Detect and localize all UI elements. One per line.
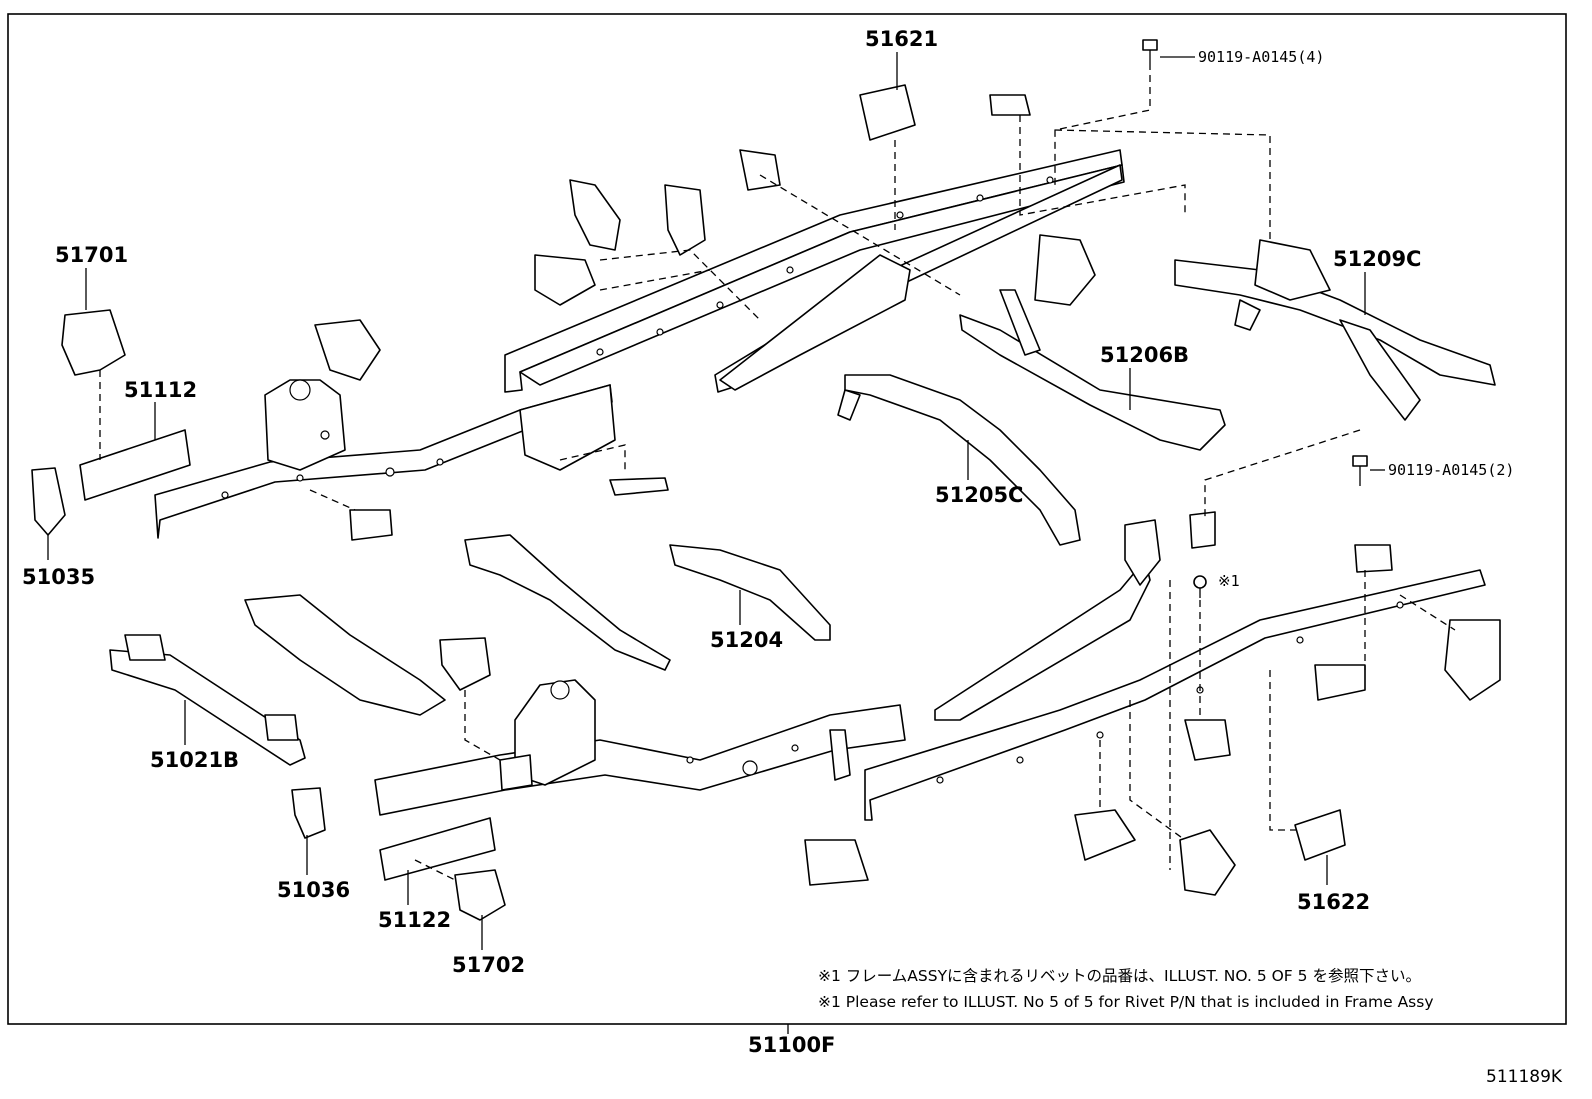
label-51100F: 51100F [748, 1033, 835, 1057]
illustration-code: 511189K [1486, 1067, 1563, 1087]
label-bolt-90119-A0145-4: 90119-A0145(4) [1198, 48, 1324, 66]
label-51122: 51122 [378, 908, 451, 932]
diagram-border [7, 13, 1567, 1025]
part-51204-crossmember [669, 544, 831, 641]
upper-crossmember-rail [714, 164, 1123, 393]
note-english: ※1 Please refer to ILLUST. No 5 of 5 for… [818, 993, 1434, 1011]
part-51206B-crossmember [959, 234, 1226, 451]
upper-left-side-rail [154, 384, 616, 539]
label-51035: 51035 [22, 565, 95, 589]
part-51112-plate [79, 429, 191, 501]
label-leader-lines [47, 52, 1385, 1034]
label-51622: 51622 [1297, 890, 1370, 914]
part-51701-bracket [61, 309, 126, 376]
upper-shock-tower [264, 379, 346, 471]
label-51021B: 51021B [150, 748, 239, 772]
part-51035-plate [31, 467, 66, 536]
middle-crossmember [244, 534, 671, 716]
bolt-icon-upper [1142, 39, 1158, 70]
part-51702-bracket [454, 869, 506, 921]
label-bolt-90119-A0145-2: 90119-A0145(2) [1388, 461, 1514, 479]
label-51036: 51036 [277, 878, 350, 902]
upper-bracket-group [314, 84, 1031, 541]
rivet-icon [1193, 575, 1207, 598]
label-51112: 51112 [124, 378, 197, 402]
part-51209C-crossmember [1174, 239, 1496, 421]
label-51701: 51701 [55, 243, 128, 267]
part-51205C-crossmember [837, 374, 1081, 546]
bolt-icon-lower [1352, 455, 1368, 486]
lower-bracket-group [439, 511, 1501, 896]
note-japanese: ※1 フレームASSYに含まれるリベットの品番は、ILLUST. NO. 5 O… [818, 967, 1421, 985]
part-51122-plate [379, 817, 496, 881]
lower-right-side-rail [864, 559, 1486, 821]
upper-right-side-rail [504, 149, 1125, 393]
assembly-dashed-lines [99, 75, 1456, 881]
label-51206B: 51206B [1100, 343, 1189, 367]
label-51621: 51621 [865, 27, 938, 51]
label-51209C: 51209C [1333, 247, 1421, 271]
lower-shock-tower [499, 679, 596, 791]
label-51205C: 51205C [935, 483, 1023, 507]
part-51021B-crossmember [109, 634, 306, 766]
label-51204: 51204 [710, 628, 783, 652]
label-rivet-reference: ※1 [1218, 572, 1240, 590]
label-51702: 51702 [452, 953, 525, 977]
lower-left-side-rail [374, 704, 906, 816]
part-51036-plate [291, 787, 326, 839]
